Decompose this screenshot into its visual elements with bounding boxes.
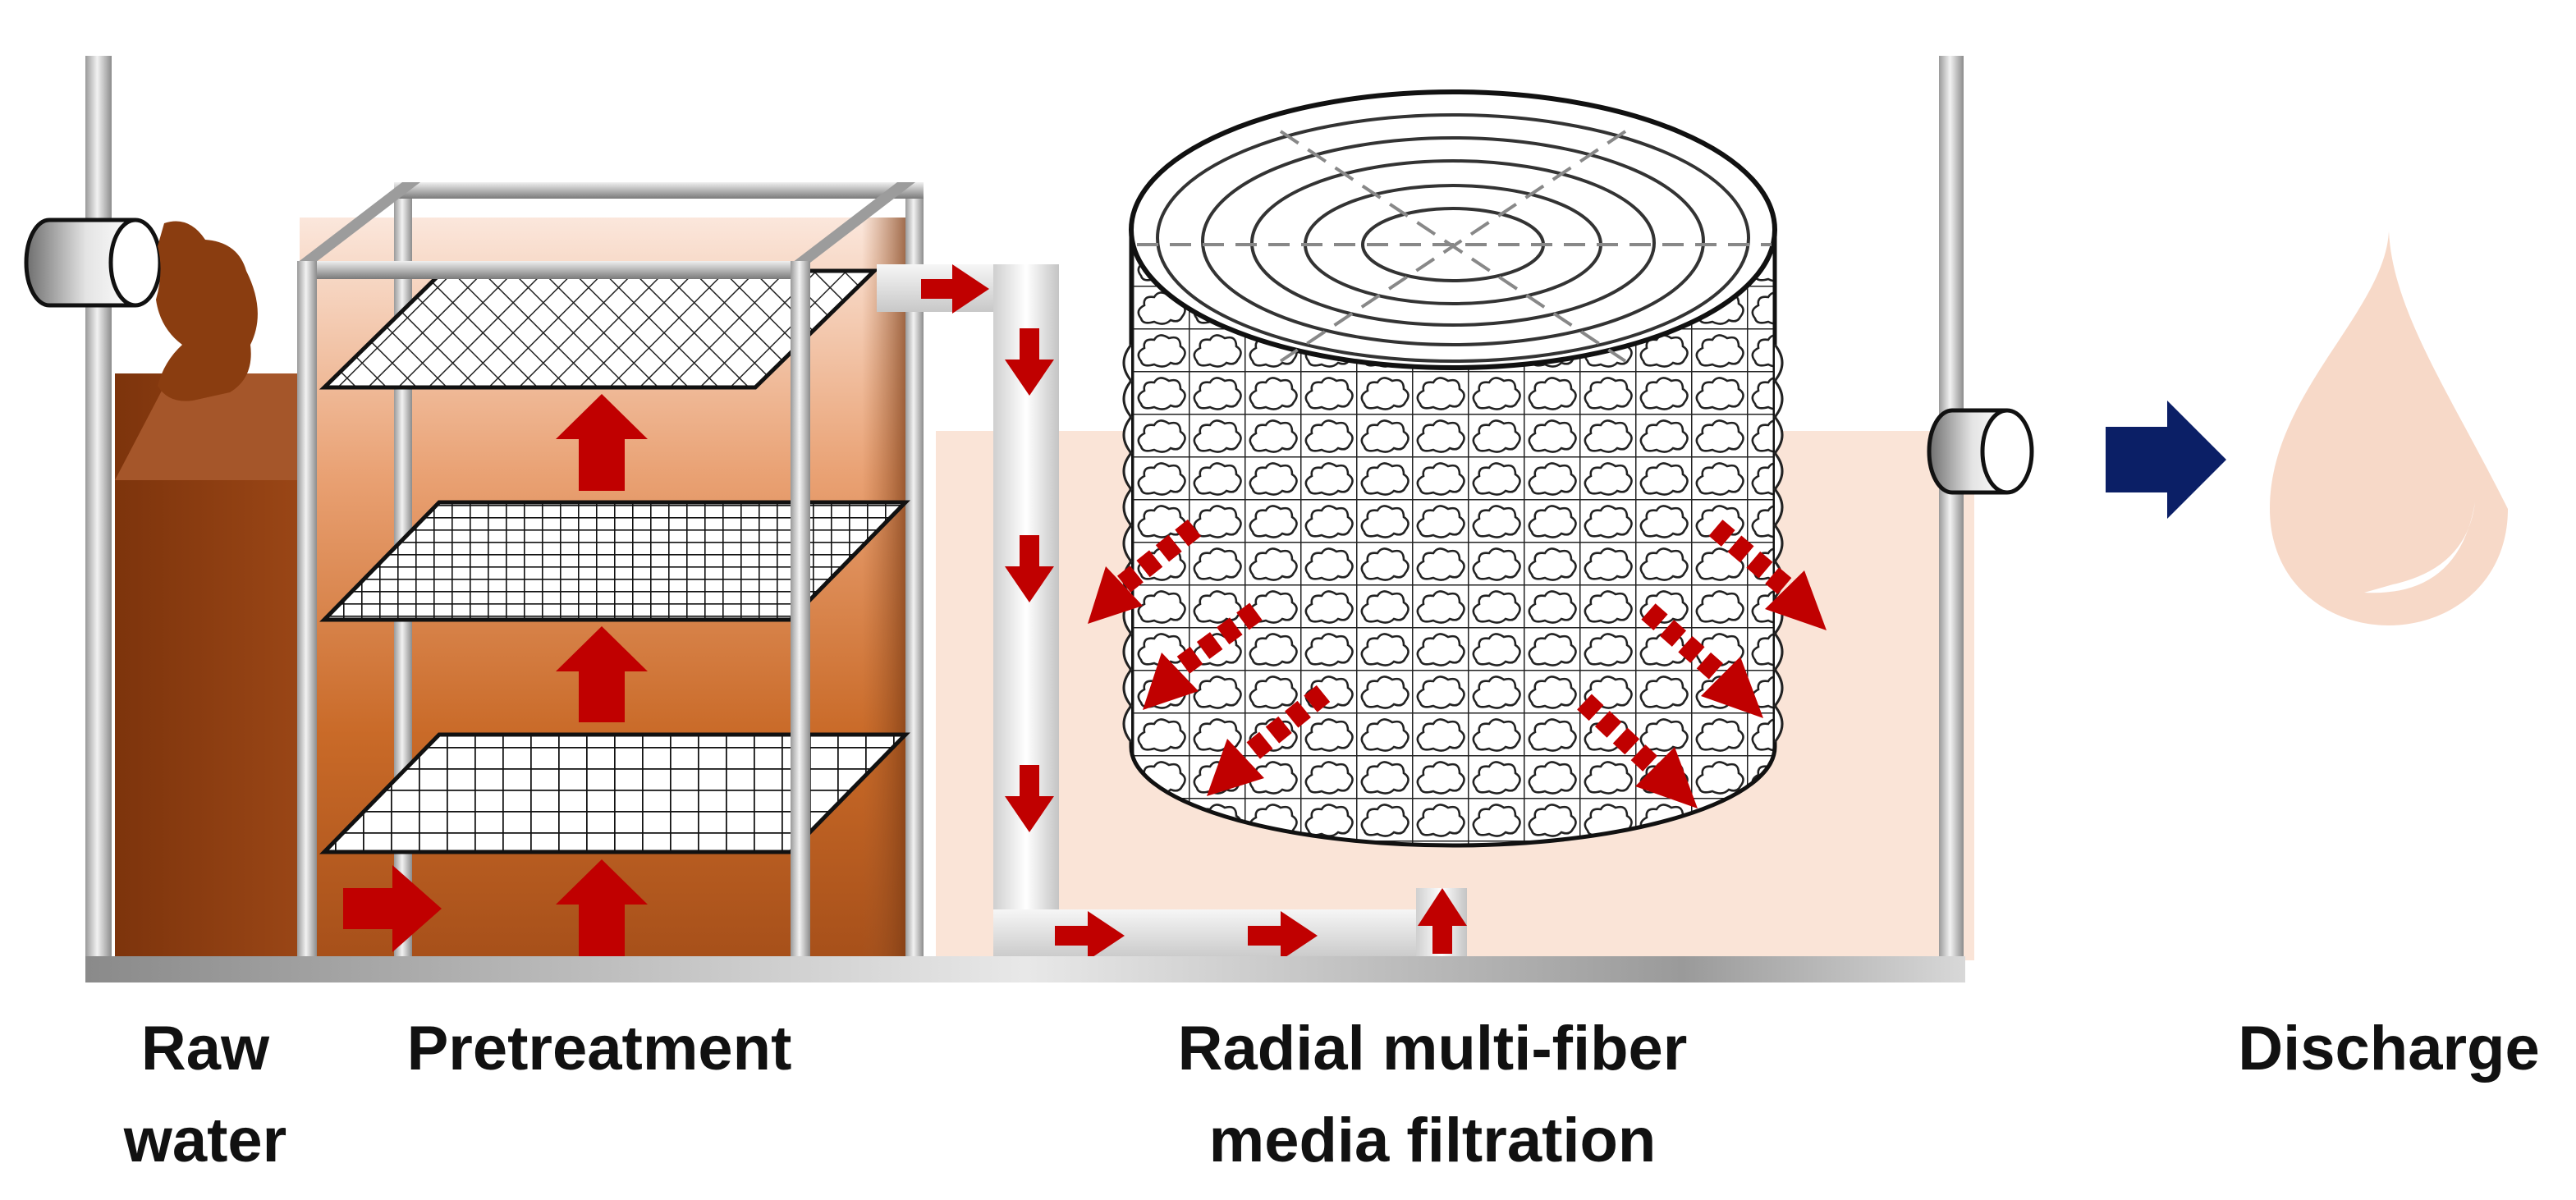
discharge-label: Discharge <box>2238 1014 2540 1083</box>
up-arrow-bottom <box>556 859 648 956</box>
raw-water-label-line1: Raw <box>140 1014 270 1083</box>
outlet-pipe-icon <box>1927 408 2034 495</box>
radial-arrow-left-1 <box>1088 519 1202 624</box>
fiber-filter-cylinder <box>1122 89 1784 848</box>
duct-arrow-down-3 <box>1005 765 1054 832</box>
fine-screen <box>319 268 880 390</box>
raw-water-label: Raw water <box>90 1003 320 1187</box>
radial-arrow-right-1 <box>1708 520 1827 630</box>
tank-right-wall <box>1939 56 1964 967</box>
tank-left-wall <box>85 56 112 967</box>
coarse-screen <box>319 732 910 854</box>
pretreatment-frame-front <box>297 261 810 959</box>
radial-arrow-left-3 <box>1207 685 1331 796</box>
raw-water-basin-top <box>115 373 300 480</box>
radial-flow-arrows <box>1088 519 1827 808</box>
duct-arrow-down-1 <box>1005 328 1054 396</box>
water-drop-icon <box>2270 231 2508 625</box>
duct-flow-arrows <box>921 264 1467 960</box>
inlet-pipe-icon <box>24 218 163 308</box>
filtration-label: Radial multi-fiber media filtration <box>1104 1003 1761 1187</box>
raw-water-stream <box>156 221 258 401</box>
duct-arrow-right-1 <box>1055 911 1125 960</box>
raw-water-label-line2: water <box>123 1106 287 1175</box>
discharge-arrow-icon <box>2106 401 2226 519</box>
tank-base <box>85 956 1965 982</box>
duct-arrow-right-top <box>921 264 989 314</box>
right-arrow-inlet <box>343 865 442 952</box>
duct-arrow-up <box>1418 888 1467 954</box>
up-arrow-middle <box>556 626 648 722</box>
filtration-label-line1: Radial multi-fiber <box>1177 1014 1688 1083</box>
duct-arrow-down-2 <box>1005 535 1054 602</box>
radial-arrow-right-2 <box>1641 603 1763 718</box>
medium-screen <box>319 500 910 622</box>
up-arrow-top <box>556 394 648 491</box>
pretreatment-label: Pretreatment <box>406 1014 792 1083</box>
radial-arrow-left-2 <box>1143 602 1263 710</box>
filtration-label-line2: media filtration <box>1208 1106 1657 1175</box>
pretreatment-flow-arrows <box>343 394 648 956</box>
radial-arrow-right-3 <box>1577 694 1698 808</box>
duct-arrow-right-2 <box>1248 911 1318 960</box>
